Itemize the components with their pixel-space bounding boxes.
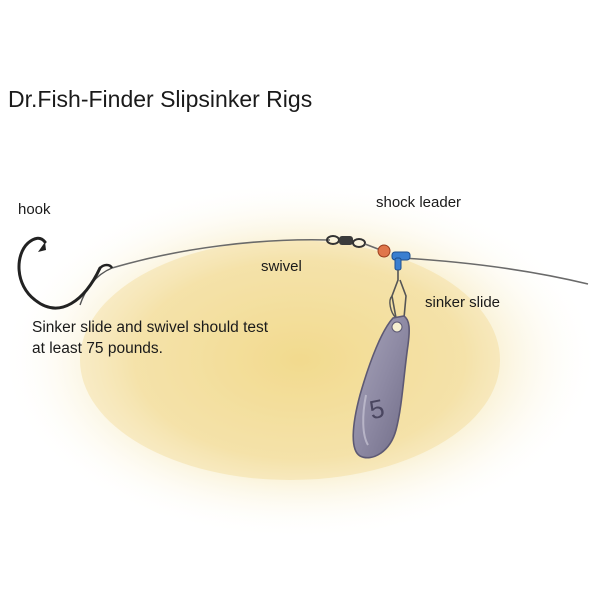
diagram-title: Dr.Fish-Finder Slipsinker Rigs — [8, 86, 313, 112]
label-hook: hook — [18, 201, 51, 218]
fishing-line — [111, 238, 331, 269]
label-shock-leader: shock leader — [376, 194, 462, 211]
background-wash-inner — [80, 240, 500, 480]
swivel-icon — [326, 235, 379, 250]
strength-note: Sinker slide and swivel should test at l… — [32, 319, 269, 357]
label-swivel: swivel — [261, 258, 302, 275]
label-sinker-slide: sinker slide — [425, 294, 501, 311]
hook-icon — [17, 236, 114, 310]
sinker-icon — [352, 315, 410, 459]
background-wash — [0, 180, 600, 540]
bead-icon — [377, 244, 391, 258]
sinker-number: 5 — [367, 393, 387, 425]
shock-leader-line — [401, 257, 589, 285]
